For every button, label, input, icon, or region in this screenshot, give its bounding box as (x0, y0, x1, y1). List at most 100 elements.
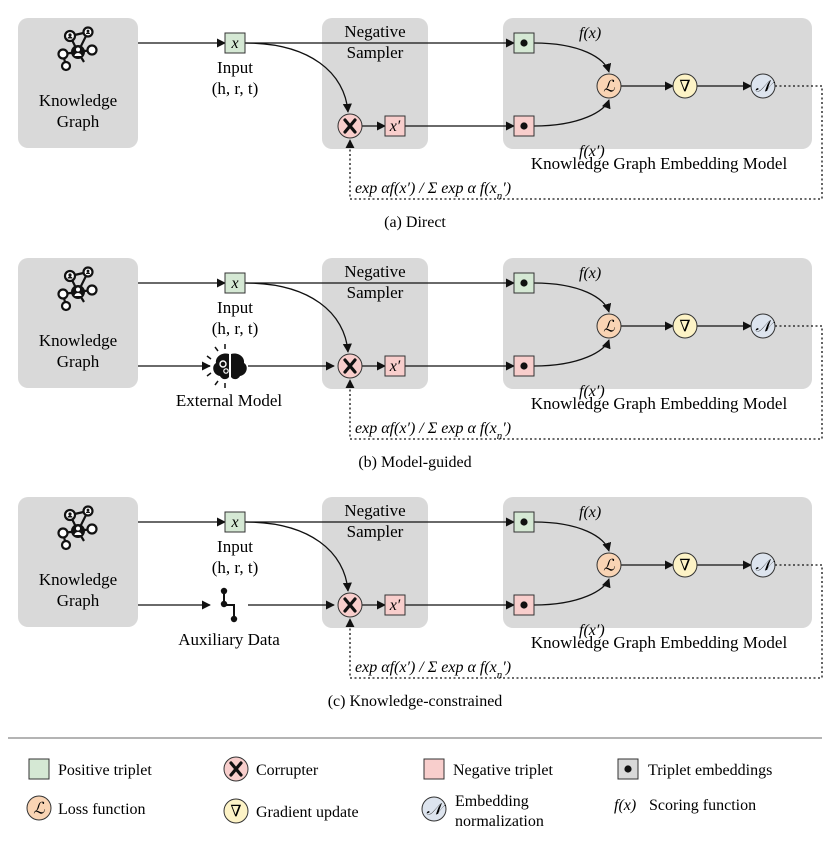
input-to-corrupter-arrow (244, 282, 352, 353)
extra-source-label: Auxiliary Data (178, 630, 280, 649)
knowledge-graph-label: Graph (57, 591, 100, 610)
negative-symbol: x′ (389, 597, 401, 614)
legend-negative-swatch (423, 758, 445, 780)
corrupter-node (337, 113, 363, 139)
corrupter-x-icon (343, 597, 357, 613)
formula-rest: ′) (502, 659, 511, 676)
input-symbol: x (230, 35, 238, 52)
node-circle (750, 313, 776, 339)
negative-sampler-label: Negative (344, 22, 405, 41)
node-symbol: ∇ (679, 79, 690, 96)
negative-embedding-square (513, 115, 535, 137)
negative-sampler-label: Sampler (347, 283, 404, 302)
node-symbol: ℒ (603, 79, 615, 96)
panel-caption: (b) Model-guided (358, 454, 471, 471)
formula-subscript: n (497, 669, 503, 681)
brain-icon (205, 344, 247, 388)
legend-negative-label: Negative triplet (453, 762, 554, 779)
legend-scoring-label: Scoring function (649, 797, 756, 814)
legend-norm-node: 𝒩 (421, 796, 447, 822)
input-symbol: x (230, 275, 238, 292)
positive-embedding-square (513, 272, 535, 294)
aux-path (223, 591, 235, 619)
node-symbol: 𝒩 (755, 558, 775, 575)
node-circle (421, 796, 447, 822)
negative-to-loss-arrow (533, 339, 611, 367)
kge-model-box (503, 18, 812, 149)
formula-subscript: n (497, 190, 503, 202)
legend-embedding-swatch (617, 758, 639, 780)
node-symbol: 𝒩 (755, 79, 775, 96)
loss-function-node: ℒ (596, 313, 622, 339)
embedding-dot (520, 362, 528, 370)
legend-positive-label: Positive triplet (58, 762, 152, 779)
node-circle (26, 795, 52, 821)
node-circle (672, 552, 698, 578)
brain-right (231, 353, 247, 380)
corrupter-x-icon (343, 118, 357, 134)
embedding-dot (520, 39, 528, 47)
negative-symbol: x′ (389, 358, 401, 375)
negative-triplet-square (384, 594, 406, 616)
legend-gradient-label: Gradient update (256, 804, 359, 821)
normalization-node: 𝒩 (750, 73, 776, 99)
negative-sampler-label: Negative (344, 501, 405, 520)
legend-gradient-node: ∇ (223, 798, 249, 824)
positive-embedding-square (513, 32, 535, 54)
input-triplet-square (224, 272, 246, 294)
kge-model-label: Knowledge Graph Embedding Model (531, 394, 788, 413)
sampling-formula: exp αf(x′) / Σ exp α f(xn′) (355, 420, 511, 442)
negative-triplet-square (384, 115, 406, 137)
node-symbol: ∇ (230, 804, 241, 821)
negative-score-label: f(x′) (579, 143, 605, 160)
embedding-dot (520, 518, 528, 526)
gradient-update-node: ∇ (672, 313, 698, 339)
brain-ray (214, 346, 219, 352)
kge-model-box (503, 258, 812, 389)
formula-subscript: n (497, 430, 503, 442)
corrupter-node (223, 756, 249, 782)
corrupter-node (337, 592, 363, 618)
gradient-update-node: ∇ (672, 552, 698, 578)
knowledge-graph-label: Knowledge (39, 91, 117, 110)
gradient-update-node: ∇ (672, 73, 698, 99)
legend-embeddings-label: Triplet embeddings (648, 762, 772, 779)
input-to-corrupter-arrow (244, 42, 352, 113)
kge-model-label: Knowledge Graph Embedding Model (531, 154, 788, 173)
panel-caption: (a) Direct (384, 214, 446, 231)
knowledge-graph-label: Knowledge (39, 331, 117, 350)
legend-scoring-symbol: f(x) (614, 797, 636, 814)
brain-ray (214, 380, 219, 386)
negative-score-label: f(x′) (579, 383, 605, 400)
aux-dot (220, 600, 228, 608)
positive-score-label: f(x) (579, 25, 601, 42)
node-circle (223, 798, 249, 824)
node-circle (672, 73, 698, 99)
embedding-dot (520, 279, 528, 287)
kge-model-label: Knowledge Graph Embedding Model (531, 633, 788, 652)
knowledge-graph-box (18, 18, 138, 148)
corrupter-x-icon (229, 761, 243, 777)
normalization-node: 𝒩 (750, 313, 776, 339)
embedding-dot (520, 122, 528, 130)
negative-to-loss-arrow (533, 578, 611, 606)
sampling-formula: exp αf(x′) / Σ exp α f(xn′) (355, 180, 511, 202)
corrupter-node (337, 353, 363, 379)
brain-ray (206, 372, 212, 377)
input-symbol: x (230, 514, 238, 531)
node-symbol: 𝒩 (426, 802, 446, 819)
knowledge-graph-label: Graph (57, 352, 100, 371)
brain-gear (219, 360, 227, 368)
input-label: Input (217, 58, 253, 77)
aux-dot (230, 615, 238, 623)
loss-function-node: ℒ (596, 552, 622, 578)
input-label: Input (217, 298, 253, 317)
panel-caption: (c) Knowledge-constrained (328, 693, 503, 710)
negative-sampler-label: Negative (344, 262, 405, 281)
positive-score-label: f(x) (579, 504, 601, 521)
node-symbol: ∇ (679, 319, 690, 336)
legend-positive-swatch (28, 758, 50, 780)
node-circle (596, 552, 622, 578)
